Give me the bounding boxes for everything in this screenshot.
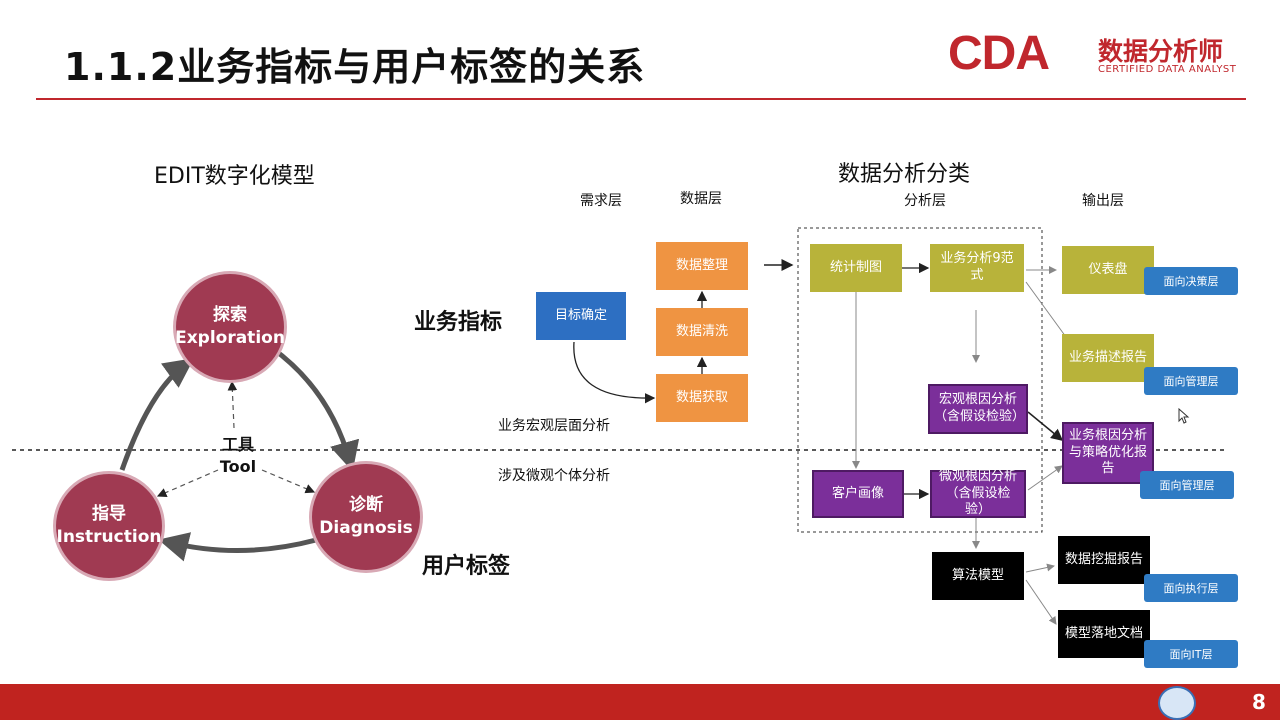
layer-demand: 需求层 [580, 193, 622, 209]
tool-label-en: Tool [219, 457, 257, 477]
node-exploration: 探索 Exploration [175, 274, 285, 380]
model-doc-box: 模型落地文档 [1058, 610, 1150, 658]
analysis-frame [797, 227, 1043, 533]
algorithm-model-box: 算法模型 [932, 552, 1024, 600]
arrow-instruct-explore [119, 358, 195, 471]
strategy-report-box: 业务根因分析与策略优化报告 [1062, 422, 1154, 484]
tool-label: 工具 Tool [208, 434, 268, 479]
logo-cn-text: 数据分析师 [1098, 37, 1224, 66]
logo-en-text: CERTIFIED DATA ANALYST [1098, 64, 1237, 75]
data-organize-box: 数据整理 [656, 242, 748, 290]
title-divider [36, 98, 1246, 100]
page-number: 8 [1252, 690, 1266, 714]
arrow-explore-diagnose [270, 345, 360, 472]
tag-management-level-2: 面向管理层 [1140, 471, 1234, 499]
biz-report-box: 业务描述报告 [1062, 334, 1154, 382]
node-diagnosis-cn: 诊断 [349, 495, 383, 516]
macro-root-cause-box: 宏观根因分析（含假设检验） [928, 384, 1028, 434]
micro-root-cause-box: 微观根因分析（含假设检验） [930, 469, 1026, 518]
node-exploration-en: Exploration [175, 328, 285, 348]
user-tag-label: 用户标签 [422, 554, 511, 579]
stats-chart-box: 统计制图 [810, 244, 902, 292]
customer-profile-box: 客户画像 [812, 470, 904, 518]
tool-arrow-up [227, 380, 238, 429]
tag-it-level: 面向IT层 [1144, 640, 1238, 668]
tag-management-level-1: 面向管理层 [1144, 367, 1238, 395]
mouse-cursor-icon [1178, 408, 1190, 424]
edit-model-title: EDIT数字化模型 [154, 164, 315, 189]
arrow-goal-acquire [573, 341, 656, 404]
tag-decision-level: 面向决策层 [1144, 267, 1238, 295]
data-clean-box: 数据清洗 [656, 308, 748, 356]
layer-output: 输出层 [1082, 193, 1124, 209]
cda-logo: CDA 数据分析师 CERTIFIED DATA ANALYST [948, 27, 1248, 80]
tool-arrow-left [156, 469, 219, 498]
data-acquire-box: 数据获取 [656, 374, 748, 422]
tool-label-cn: 工具 [221, 435, 254, 454]
node-instruction-en: Instruction [56, 527, 162, 547]
node-instruction-cn: 指导 [92, 504, 126, 525]
dashboard-box: 仪表盘 [1062, 246, 1154, 294]
mining-report-box: 数据挖掘报告 [1058, 536, 1150, 584]
micro-analysis-label: 涉及微观个体分析 [498, 468, 610, 484]
layer-data: 数据层 [680, 191, 722, 207]
node-exploration-cn: 探索 [213, 305, 247, 326]
layer-analysis: 分析层 [904, 193, 946, 209]
business-indicator-label: 业务指标 [414, 310, 503, 335]
footer-bar [0, 684, 1280, 720]
slide-nav-icon[interactable] [1158, 686, 1196, 720]
tag-execution-level: 面向执行层 [1144, 574, 1238, 602]
arrow-diagnose-instruct [158, 532, 317, 562]
macro-analysis-label: 业务宏观层面分析 [498, 418, 610, 434]
biz-9-paradigm-box: 业务分析9范式 [930, 244, 1024, 292]
logo-cda-text: CDA [948, 27, 1050, 80]
analysis-classification-title: 数据分析分类 [838, 162, 971, 187]
node-diagnosis-en: Diagnosis [319, 518, 413, 538]
node-diagnosis: 诊断 Diagnosis [312, 464, 420, 570]
tool-arrow-right [261, 469, 316, 494]
goal-box: 目标确定 [536, 292, 626, 340]
node-instruction: 指导 Instruction [56, 474, 162, 578]
page-title: 1.1.2业务指标与用户标签的关系 [64, 45, 646, 89]
